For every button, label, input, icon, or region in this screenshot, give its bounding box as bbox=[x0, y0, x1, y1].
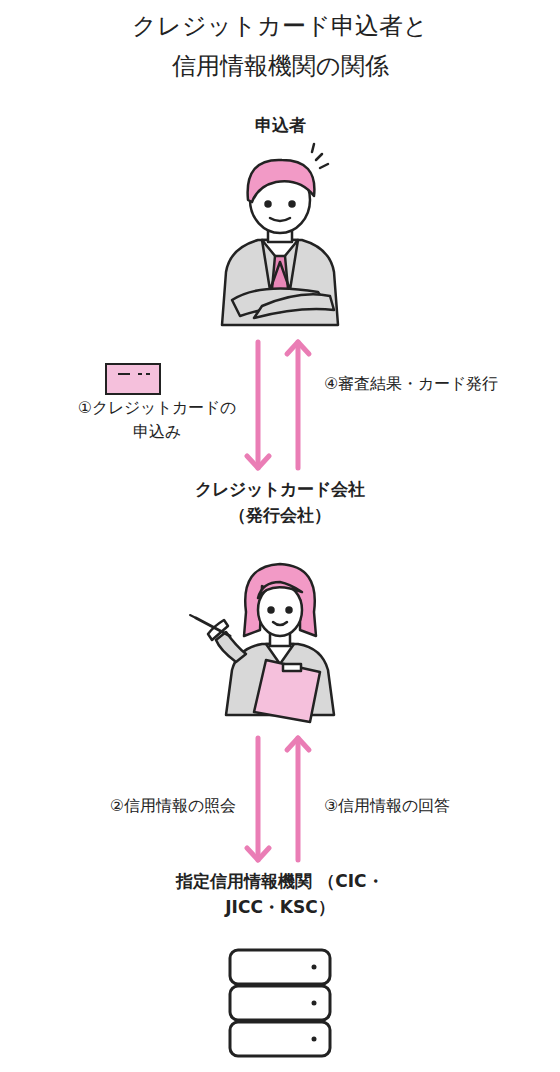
node-heading: クレジットカード会社 （発行会社） bbox=[170, 476, 390, 528]
edge-label: ①クレジットカードの 申込み bbox=[70, 396, 244, 444]
applicant-illustration bbox=[222, 144, 338, 325]
arrow-head bbox=[247, 848, 269, 860]
arrow-head bbox=[287, 738, 309, 750]
flow-arrow bbox=[287, 738, 309, 860]
edge-label: ④審査結果・カード発行 bbox=[322, 372, 556, 396]
card-icon bbox=[106, 364, 160, 394]
entity-node: クレジットカード会社 （発行会社） bbox=[130, 476, 430, 730]
flow-arrow bbox=[287, 342, 309, 468]
edge-label: ②信用情報の照会 bbox=[40, 794, 238, 818]
company-illustration bbox=[190, 564, 334, 722]
edge-label: ③信用情報の回答 bbox=[322, 794, 526, 818]
arrow-shaft bbox=[296, 342, 301, 468]
flow-arrow bbox=[247, 342, 269, 468]
arrow-shaft bbox=[296, 738, 301, 860]
arrow-shaft bbox=[256, 738, 261, 860]
entity-node: 申込者 bbox=[130, 112, 430, 334]
flow-arrow bbox=[247, 738, 269, 860]
database-illustration bbox=[230, 950, 330, 1056]
entity-node: 指定信用情報機関 （CIC・JICC・KSC） bbox=[130, 868, 430, 1064]
node-heading: 申込者 bbox=[180, 112, 380, 138]
arrow-head bbox=[247, 456, 269, 468]
arrow-shaft bbox=[256, 342, 261, 468]
arrow-head bbox=[287, 342, 309, 354]
diagram-title: クレジットカード申込者と 信用情報機関の関係 bbox=[80, 6, 480, 86]
node-heading: 指定信用情報機関 （CIC・JICC・KSC） bbox=[165, 868, 395, 920]
